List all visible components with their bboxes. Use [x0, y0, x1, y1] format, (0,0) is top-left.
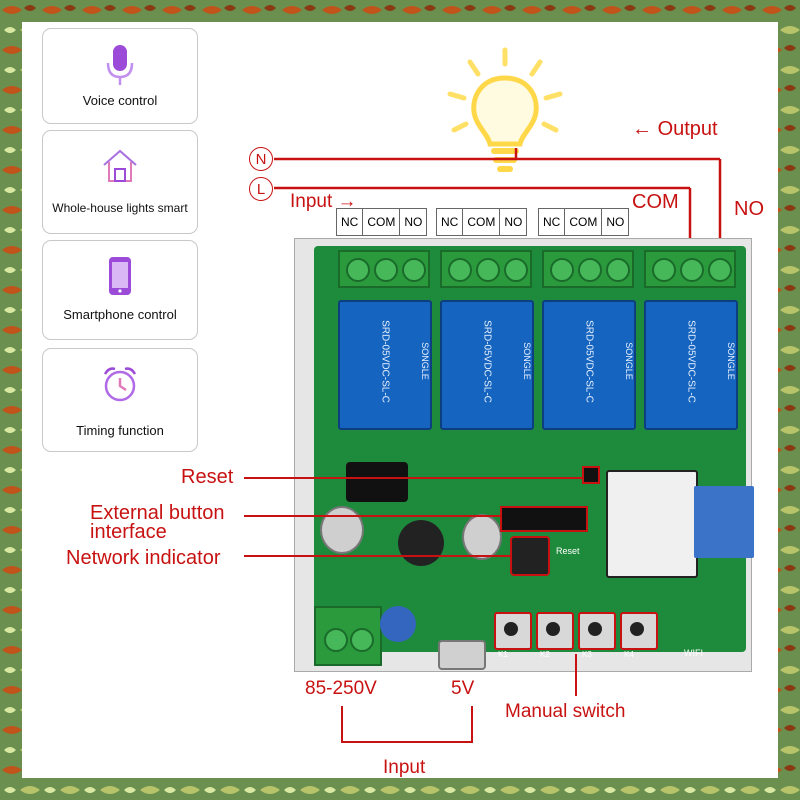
reset-callout: Reset — [181, 466, 234, 488]
button-cap — [546, 622, 560, 636]
button-silk-label: K1 — [498, 650, 508, 659]
screw-icon — [346, 258, 370, 282]
screw-icon — [578, 258, 602, 282]
neutral-marker: N — [249, 147, 273, 171]
manual-switch-button[interactable]: K4 — [620, 612, 658, 659]
power-input-label: Input — [383, 757, 426, 778]
manual-switch-button[interactable]: K3 — [578, 612, 616, 659]
feature-card-smartphone: Smartphone control — [42, 240, 198, 340]
screw-icon — [476, 258, 500, 282]
usb-port — [438, 640, 486, 670]
screw-icon — [606, 258, 630, 282]
screw-icon — [350, 628, 374, 652]
manual-switch-button[interactable]: K2 — [536, 612, 574, 659]
wifi-antenna — [694, 486, 754, 558]
rf-receiver — [346, 462, 408, 502]
input-label-top: Input → — [290, 191, 357, 212]
light-bulb-icon — [447, 47, 563, 172]
feature-label: Whole-house lights smart — [52, 201, 188, 215]
wifi-silk: WIFI — [684, 648, 703, 658]
screw-terminal-block — [542, 250, 634, 288]
feature-label: Timing function — [76, 423, 164, 438]
screw-terminal-block — [338, 250, 430, 288]
screw-icon — [504, 258, 528, 282]
external-button-callout: External button — [90, 502, 225, 524]
feature-card-voice: Voice control — [42, 28, 198, 124]
inductor — [398, 520, 444, 566]
capacitor — [462, 514, 502, 560]
button-silk-label: K2 — [540, 650, 550, 659]
screw-terminal-block — [440, 250, 532, 288]
external-button-header — [500, 506, 588, 532]
screw-icon — [324, 628, 348, 652]
screw-icon — [680, 258, 704, 282]
arrow-right-icon: → — [332, 191, 357, 212]
wifi-module — [606, 470, 698, 578]
com-label: COM — [632, 191, 679, 213]
button-cap — [588, 622, 602, 636]
network-indicator-callout: Network indicator — [66, 547, 221, 569]
ceramic-capacitor — [380, 606, 416, 642]
capacitor — [320, 506, 364, 554]
screw-icon — [374, 258, 398, 282]
button-cap — [630, 622, 644, 636]
screw-icon — [402, 258, 426, 282]
arrow-left-icon: ← — [632, 118, 658, 140]
output-label: ← Output — [632, 118, 718, 140]
feature-label: Voice control — [82, 93, 158, 108]
smartphone-icon — [43, 255, 197, 301]
manual-switch-callout: Manual switch — [505, 701, 626, 722]
ac-voltage-label: 85-250V — [305, 678, 377, 699]
network-led — [582, 466, 600, 484]
feature-card-house: Whole-house lights smart — [42, 130, 198, 234]
alarm-clock-icon — [43, 363, 197, 409]
screw-icon — [550, 258, 574, 282]
house-icon — [43, 145, 197, 191]
button-cap — [504, 622, 518, 636]
screw-terminal-block — [644, 250, 736, 288]
no-label: NO — [734, 198, 764, 220]
microphone-icon — [43, 43, 197, 89]
ac-input-terminal — [314, 606, 382, 666]
reset-silk: Reset — [556, 546, 580, 556]
dc-voltage-label: 5V — [451, 678, 475, 699]
external-button-callout-line2: interface — [90, 521, 167, 543]
live-marker: L — [249, 177, 273, 201]
screw-icon — [448, 258, 472, 282]
screw-icon — [708, 258, 732, 282]
feature-card-timer: Timing function — [42, 348, 198, 452]
feature-label: Smartphone control — [63, 307, 177, 322]
button-silk-label: K4 — [624, 650, 634, 659]
button-silk-label: K3 — [582, 650, 592, 659]
reset-button[interactable] — [510, 536, 550, 576]
screw-icon — [652, 258, 676, 282]
manual-switch-button[interactable]: K1 — [494, 612, 532, 659]
